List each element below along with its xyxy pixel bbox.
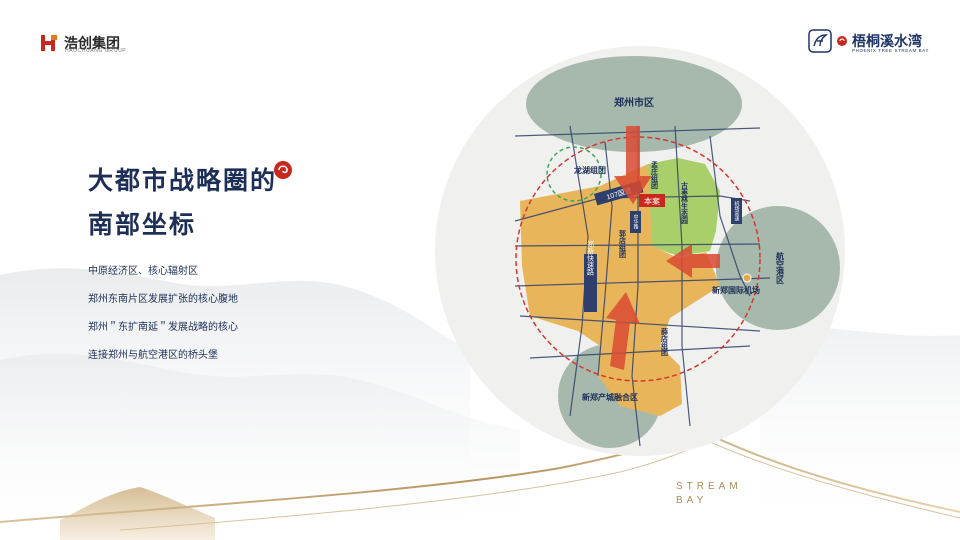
arrow-from-south bbox=[606, 292, 640, 370]
road-label-side2 bbox=[731, 198, 742, 224]
h-logo-icon bbox=[41, 35, 57, 51]
map-road bbox=[529, 345, 751, 359]
zone-zhengzhou bbox=[526, 56, 742, 152]
gold-curve bbox=[0, 431, 960, 523]
road-label-side1 bbox=[630, 211, 641, 233]
zone-airport bbox=[716, 206, 840, 330]
road-label-express bbox=[584, 254, 597, 312]
map-road bbox=[519, 315, 761, 332]
road-label-express-text: 郑新快速路 bbox=[587, 241, 595, 277]
point-text: 郑州＂东扩南延＂发展战略的核心 bbox=[88, 322, 238, 333]
road-label-side1-text: 中华路 bbox=[633, 213, 639, 230]
label-xuedian: 薛店组团 bbox=[661, 327, 669, 357]
footer-stream: STREAM bbox=[676, 481, 742, 492]
road-label-side2-text: 机场高速 bbox=[734, 200, 740, 222]
point-text: 郑州东南片区发展扩张的核心腹地 bbox=[88, 294, 238, 305]
brand-name-right: 梧桐溪水湾 bbox=[852, 34, 922, 50]
brand-name-left: 浩创集团 bbox=[64, 35, 120, 51]
footer-bay: BAY bbox=[676, 495, 708, 506]
point-text: 连接郑州与航空港区的桥头堡 bbox=[88, 350, 218, 361]
brand-logo-left: 浩创集团 HAOCHUANG GROUP bbox=[38, 30, 126, 56]
mountain-layer bbox=[760, 327, 960, 540]
red-dot-icon bbox=[837, 36, 847, 46]
map-road bbox=[709, 135, 751, 297]
page-title: 大都市战略圈的 bbox=[88, 166, 278, 195]
dashed-ring-longhu bbox=[546, 146, 602, 202]
footer-stream-bay: STREAM BAY bbox=[676, 480, 742, 508]
brand-sub-left: HAOCHUANG GROUP bbox=[65, 48, 127, 54]
map-road bbox=[514, 277, 771, 287]
dashed-ring-core bbox=[515, 136, 761, 382]
label-zhengzhou: 郑州市区 bbox=[614, 96, 654, 109]
label-airport-zone: 航空港区 bbox=[775, 251, 785, 285]
airport-icon bbox=[742, 273, 752, 283]
orange-area bbox=[520, 164, 720, 416]
map-road bbox=[597, 141, 613, 377]
point-text: 中原经济区、核心辐射区 bbox=[88, 266, 198, 277]
project-marker bbox=[639, 194, 665, 207]
label-guodian: 郭店组团 bbox=[619, 229, 627, 259]
label-xinzheng: 新郑产城融合区 bbox=[582, 392, 638, 402]
page-subtitle: 南部坐标 bbox=[88, 210, 197, 239]
location-map: 107国道 郑新快速路 中华路 机场高速 本案 郑州市区 龙湖组团 孟庄组团 古… bbox=[435, 46, 845, 456]
arrow-from-north bbox=[614, 126, 652, 204]
phoenix-logo-icon bbox=[808, 29, 832, 53]
gold-dune bbox=[60, 487, 215, 540]
label-mengzhuang: 孟庄组团 bbox=[651, 160, 659, 190]
project-label: 本案 bbox=[644, 196, 660, 206]
map-road bbox=[631, 126, 641, 447]
label-airport: 新郑国际机场 bbox=[712, 285, 760, 295]
green-area bbox=[648, 158, 720, 256]
gold-curve bbox=[119, 439, 960, 531]
brand-logo-right: 梧桐溪水湾 PHOENIX TREE STREAM BAY bbox=[808, 26, 929, 56]
label-longhu: 龙湖组团 bbox=[573, 165, 606, 175]
label-forest: 古枣林生态园 bbox=[680, 181, 689, 225]
map-road bbox=[674, 125, 691, 427]
swirl-icon bbox=[274, 161, 292, 179]
brand-sub-right: PHOENIX TREE STREAM BAY bbox=[852, 48, 930, 53]
arrow-from-east bbox=[666, 244, 720, 278]
